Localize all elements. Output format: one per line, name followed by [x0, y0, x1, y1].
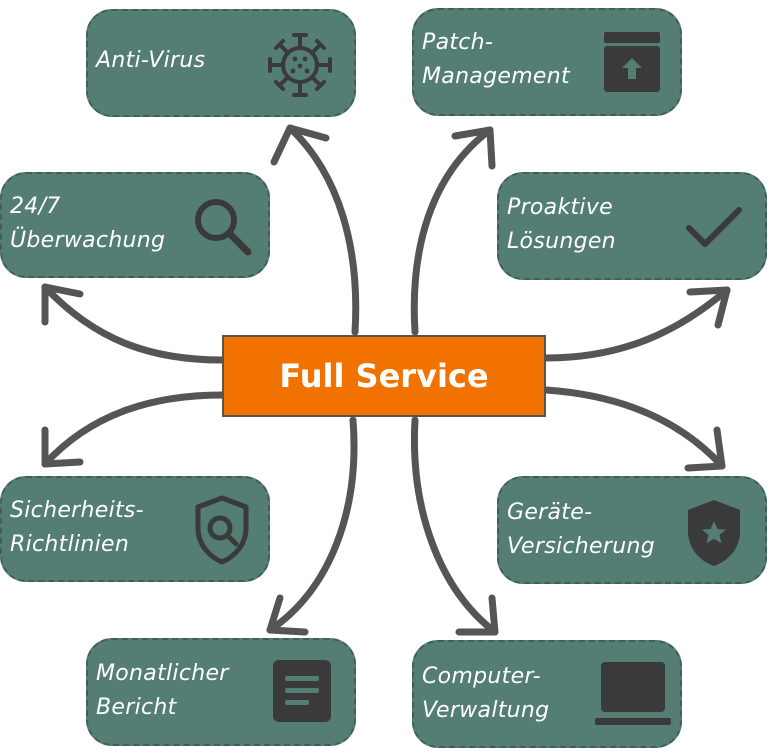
monitoring-label-line1: 24/7 — [10, 194, 61, 219]
box-proactive: Proaktive Lösungen — [497, 172, 767, 280]
arrow-to-proactive — [542, 286, 731, 362]
patch-management-label-line2: Management — [422, 64, 570, 89]
shield-star-icon — [685, 498, 743, 568]
arrow-to-device-insurance — [542, 386, 726, 470]
computer-admin-label-line2: Verwaltung — [422, 698, 550, 723]
box-device-insurance: Geräte- Versicherung — [497, 476, 767, 584]
checkmark-icon — [684, 204, 744, 252]
arrow-to-patch-management — [410, 126, 494, 336]
arrowhead-monitoring — [41, 283, 84, 326]
security-policies-label-line1: Sicherheits- — [10, 498, 144, 523]
arrow-to-monitoring — [41, 283, 226, 364]
device-insurance-label-line2: Versicherung — [507, 534, 655, 559]
anti-virus-label: Anti-Virus — [96, 48, 206, 73]
shield-search-icon — [192, 494, 252, 566]
arrow-to-computer-admin — [410, 416, 499, 636]
box-monitoring: 24/7 Überwachung — [0, 172, 270, 278]
patch-management-label-line1: Patch- — [422, 30, 494, 55]
arrowhead-proactive — [686, 286, 731, 329]
laptop-icon — [594, 660, 672, 728]
arrowhead-computer-admin — [455, 594, 499, 636]
search-icon — [190, 194, 254, 258]
monthly-report-label-line2: Bericht — [96, 695, 177, 720]
computer-admin-label-line1: Computer- — [422, 664, 541, 689]
proactive-label-line2: Lösungen — [507, 229, 616, 254]
virus-icon — [265, 30, 335, 100]
box-anti-virus: Anti-Virus — [86, 9, 356, 117]
arrowhead-anti-virus — [270, 124, 330, 166]
arrow-to-monthly-report — [266, 416, 358, 634]
security-policies-label-line2: Richtlinien — [10, 532, 130, 557]
proactive-label-line1: Proaktive — [507, 195, 613, 220]
device-insurance-label-line1: Geräte- — [507, 500, 593, 525]
center-label: Full Service — [279, 357, 489, 395]
arrowhead-monthly-report — [266, 594, 309, 636]
arrowhead-security-policies — [41, 426, 84, 468]
arrowhead-device-insurance — [684, 426, 726, 472]
box-security-policies: Sicherheits- Richtlinien — [0, 476, 270, 582]
center-full-service: Full Service — [222, 335, 546, 417]
monthly-report-label-line1: Monatlicher — [96, 661, 229, 686]
monitoring-label-line2: Überwachung — [10, 228, 166, 253]
archive-upload-icon — [601, 30, 663, 94]
box-monthly-report: Monatlicher Bericht — [86, 638, 356, 746]
document-icon — [271, 658, 333, 724]
box-patch-management: Patch- Management — [412, 8, 682, 116]
arrow-to-anti-virus — [286, 124, 360, 336]
arrow-to-security-policies — [41, 391, 226, 468]
arrowhead-patch-management — [451, 126, 496, 170]
box-computer-admin: Computer- Verwaltung — [412, 640, 682, 748]
